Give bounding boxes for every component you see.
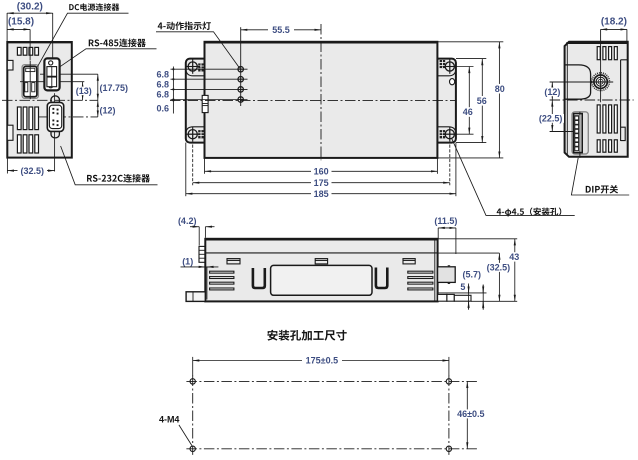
svg-text:160: 160 <box>314 167 329 177</box>
svg-text:56: 56 <box>477 96 487 106</box>
svg-text:(13): (13) <box>76 86 92 96</box>
svg-text:(17.75): (17.75) <box>100 83 129 93</box>
svg-text:185: 185 <box>314 189 329 199</box>
svg-text:43: 43 <box>509 252 519 262</box>
svg-text:0.6: 0.6 <box>156 104 169 114</box>
svg-text:(32.5): (32.5) <box>21 166 45 176</box>
svg-text:80: 80 <box>495 84 505 94</box>
svg-text:(5.7): (5.7) <box>463 270 482 280</box>
svg-text:175: 175 <box>314 178 329 188</box>
svg-text:175±0.5: 175±0.5 <box>306 355 338 365</box>
svg-text:6.8: 6.8 <box>156 79 169 89</box>
svg-text:4-M4: 4-M4 <box>159 415 180 425</box>
svg-text:6.8: 6.8 <box>156 69 169 79</box>
svg-text:(15.8): (15.8) <box>8 16 34 27</box>
svg-text:(11.5): (11.5) <box>434 216 457 226</box>
svg-text:(4.2): (4.2) <box>178 216 197 226</box>
svg-text:(30.2): (30.2) <box>17 1 43 12</box>
svg-text:(12): (12) <box>100 106 116 116</box>
svg-text:46±0.5: 46±0.5 <box>457 409 484 419</box>
svg-text:(1): (1) <box>182 256 193 266</box>
svg-text:(12): (12) <box>544 87 560 97</box>
svg-text:6.8: 6.8 <box>156 90 169 100</box>
svg-text:(22.5): (22.5) <box>539 114 563 124</box>
svg-text:(32.5): (32.5) <box>487 262 511 272</box>
svg-text:(18.2): (18.2) <box>601 17 627 28</box>
svg-text:5: 5 <box>460 282 465 292</box>
svg-text:55.5: 55.5 <box>272 25 290 35</box>
svg-text:46: 46 <box>463 107 473 117</box>
